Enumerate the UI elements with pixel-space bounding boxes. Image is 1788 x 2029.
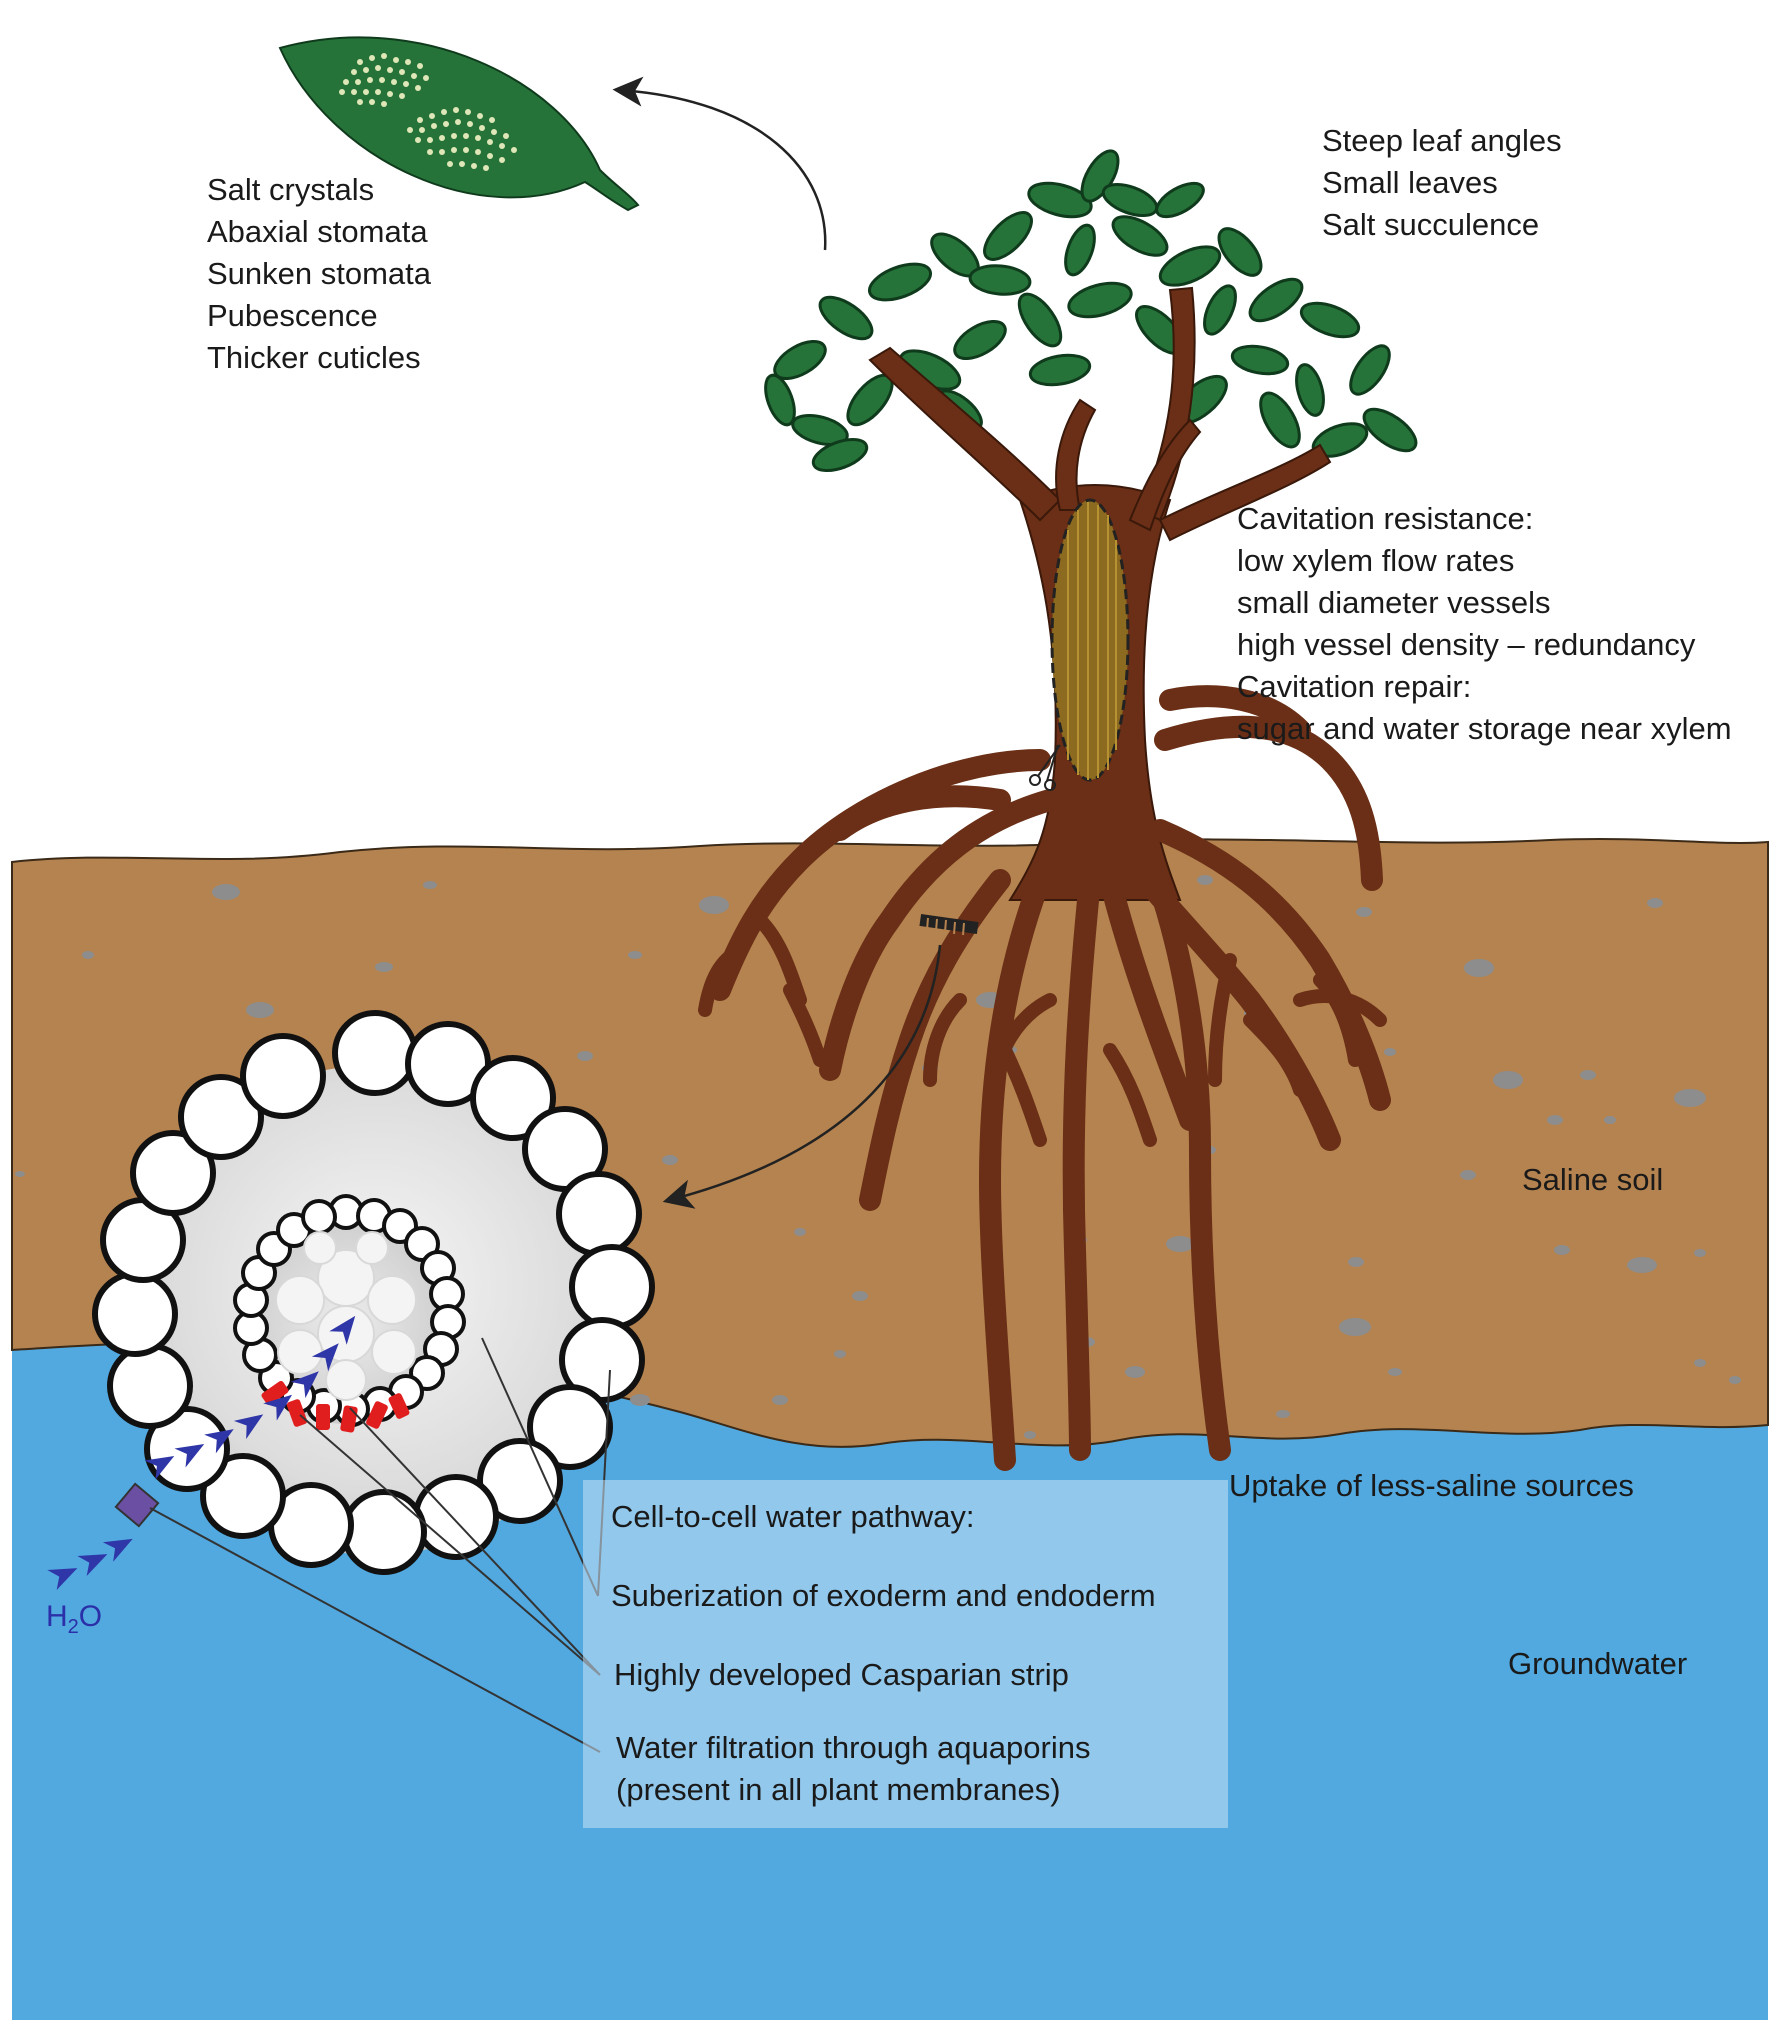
saline-soil-label: Saline soil — [1522, 1162, 1664, 1197]
xylem-trait: low xylem flow rates — [1237, 543, 1515, 578]
root-callout-suberization: Suberization of exoderm and endoderm — [611, 1578, 1156, 1613]
leaf-arrow — [612, 76, 827, 251]
xylem-trait: Cavitation repair: — [1237, 669, 1472, 704]
root-callout-title: Cell-to-cell water pathway: — [611, 1499, 975, 1534]
water-pathway-arrows — [47, 1315, 356, 1590]
aquaporin-line: (present in all plant membranes) — [616, 1772, 1061, 1807]
root-cross-section — [92, 1010, 655, 1575]
xylem-trait: Cavitation resistance: — [1237, 501, 1534, 536]
tree-foliage — [764, 149, 1418, 473]
aquaporin-marker — [114, 1482, 160, 1528]
xylem-cutaway — [1050, 498, 1130, 782]
canopy-trait: Small leaves — [1322, 165, 1498, 200]
leaf-trait: Abaxial stomata — [207, 214, 428, 249]
section-arrow — [662, 944, 942, 1209]
leaf-trait: Thicker cuticles — [207, 340, 421, 375]
scissors-icon — [1029, 744, 1061, 791]
exodermis-cells — [92, 1010, 655, 1575]
canopy-traits-list: Steep leaf angles Small leaves Salt succ… — [1322, 120, 1562, 246]
canopy-trait: Steep leaf angles — [1322, 123, 1562, 158]
aquaporin-line: Water filtration through aquaporins — [616, 1730, 1091, 1765]
uptake-label: Uptake of less-saline sources — [1229, 1468, 1634, 1503]
casparian-strip — [261, 1380, 410, 1433]
tree-roots — [709, 685, 1391, 1471]
root-section-marker-ticks — [926, 917, 965, 936]
water-label: H2O — [46, 1600, 103, 1638]
xylem-traits-list: Cavitation resistance: low xylem flow ra… — [1237, 498, 1732, 750]
xylem-trait: small diameter vessels — [1237, 585, 1551, 620]
leaf-traits-list: Salt crystals Abaxial stomata Sunken sto… — [207, 169, 431, 379]
leaf-trait: Sunken stomata — [207, 256, 432, 291]
leaf-trait: Salt crystals — [207, 172, 375, 207]
salt-crystal-dots — [339, 53, 517, 171]
xylem-trait: high vessel density – redundancy — [1237, 627, 1696, 662]
groundwater-label: Groundwater — [1508, 1646, 1688, 1681]
leaf-illustration — [278, 36, 640, 212]
leaf-trait: Pubescence — [207, 298, 378, 333]
canopy-trait: Salt succulence — [1322, 207, 1540, 242]
tree-rootlets — [698, 913, 1387, 1147]
root-callout-panel — [583, 1480, 1228, 1828]
xylem-trait: sugar and water storage near xylem — [1237, 711, 1732, 746]
root-callout-aquaporins: Water filtration through aquaporins (pre… — [616, 1727, 1090, 1811]
root-callout-casparian: Highly developed Casparian strip — [614, 1657, 1069, 1692]
